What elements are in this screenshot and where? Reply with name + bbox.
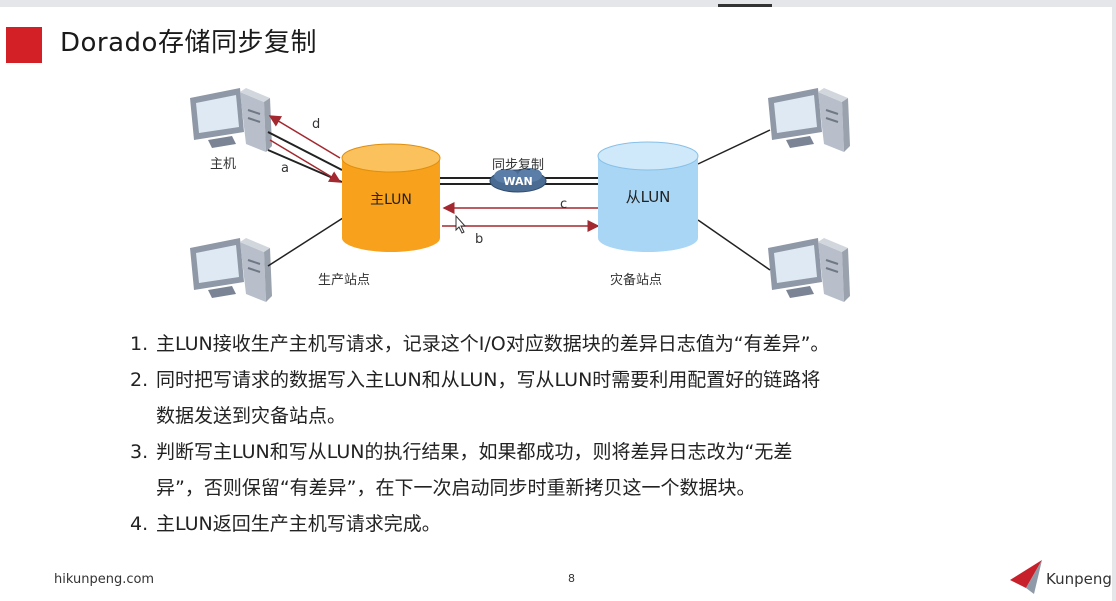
- arrow-a: [269, 139, 342, 183]
- arrow-b-label: b: [475, 232, 483, 247]
- step-text: 主LUN返回生产主机写请求完成。: [156, 513, 441, 535]
- title-accent-block: [6, 27, 42, 63]
- footer-site: hikunpeng.com: [54, 572, 155, 587]
- steps-list: 1. 主LUN接收生产主机写请求，记录这个I/O对应数据块的差异日志值为“有差异”…: [130, 326, 950, 542]
- step-item: 1. 主LUN接收生产主机写请求，记录这个I/O对应数据块的差异日志值为“有差异”…: [130, 326, 950, 362]
- slide-title: Dorado存储同步复制: [60, 28, 317, 58]
- arrow-d-label: d: [312, 117, 320, 132]
- dr-host-top-icon: [767, 87, 851, 153]
- step-number: 2.: [130, 369, 149, 391]
- production-host-top-icon: [189, 87, 273, 153]
- step-item: 3. 判断写主LUN和写从LUN的执行结果，如果都成功，则将差异日志改为“无差异”…: [130, 434, 950, 506]
- step-text: 主LUN接收生产主机写请求，记录这个I/O对应数据块的差异日志值为“有差异”。: [156, 333, 830, 355]
- top-bar: [0, 0, 1116, 7]
- host-label: 主机: [210, 157, 236, 172]
- kunpeng-logo: Kunpeng: [1008, 558, 1112, 598]
- secondary-lun-label: 从LUN: [626, 188, 671, 206]
- production-site-label: 生产站点: [318, 273, 370, 288]
- wan-cloud-icon: [489, 168, 547, 193]
- dr-host-bottom-icon: [767, 237, 851, 303]
- page-number: 8: [568, 572, 575, 585]
- step-text: 同时把写请求的数据写入主LUN和从LUN，写从LUN时需要利用配置好的链路将: [156, 369, 821, 391]
- arrow-a-label: a: [281, 161, 289, 176]
- wan-label: WAN: [503, 175, 532, 188]
- primary-lun-cylinder: [341, 143, 441, 252]
- arrow-d: [268, 115, 341, 159]
- top-bar-indicator: [718, 4, 772, 7]
- kunpeng-bird-icon: [1010, 560, 1042, 594]
- step-item: 4. 主LUN返回生产主机写请求完成。: [130, 506, 950, 542]
- mouse-cursor-icon: [455, 214, 467, 234]
- step-text-continued: 异”，否则保留“有差异”，在下一次启动同步时重新拷贝这一个数据块。: [156, 477, 756, 499]
- brand-name: Kunpeng: [1046, 570, 1112, 588]
- primary-lun-label: 主LUN: [370, 192, 412, 208]
- sync-replication-diagram: 主机 d a 主LUN 从LUN 同步复制 WAN c b 生产站点 灾备站点: [189, 87, 851, 303]
- dr-site-label: 灾备站点: [610, 272, 662, 288]
- step-item: 2. 同时把写请求的数据写入主LUN和从LUN，写从LUN时需要利用配置好的链路将…: [130, 362, 950, 434]
- step-text: 判断写主LUN和写从LUN的执行结果，如果都成功，则将差异日志改为“无差: [156, 441, 793, 463]
- step-number: 4.: [130, 513, 149, 535]
- sync-replication-label: 同步复制: [492, 158, 544, 173]
- production-host-bottom-icon: [189, 237, 273, 303]
- step-number: 1.: [130, 333, 149, 355]
- step-text-continued: 数据发送到灾备站点。: [156, 405, 347, 427]
- secondary-lun-cylinder: [597, 141, 699, 252]
- arrow-c-label: c: [560, 197, 567, 212]
- right-edge-bar: [1112, 7, 1116, 601]
- step-number: 3.: [130, 441, 149, 463]
